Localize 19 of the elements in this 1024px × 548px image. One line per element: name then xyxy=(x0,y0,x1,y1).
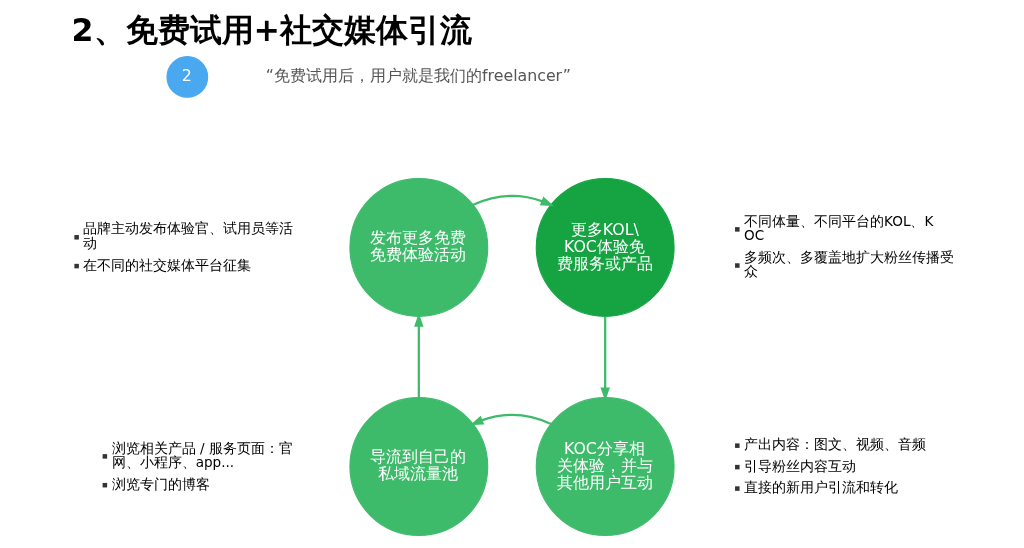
arrow xyxy=(469,413,552,426)
node-label: 直接的新用户引流和转化 xyxy=(744,479,899,496)
node-label: 多频次、多覆盖地扩大粉丝传播受众 xyxy=(744,248,955,280)
node-label: 品牌主动发布体验官、试用员等活动 xyxy=(83,220,294,252)
node-circle: 导流到自己的私域流量池 xyxy=(349,397,489,536)
node-circle: KOC分享相关体验，并与其他用户互动 xyxy=(535,397,675,536)
node-label: 浏览相关产品 / 服务页面：官网、小程序、app... xyxy=(111,439,293,471)
diagram-title: 2、免费试用+社交媒体引流 xyxy=(71,12,473,49)
node-circle: 更多KOL\KOC体验免费服务或产品 xyxy=(535,178,675,317)
node-label: 产出内容：图文、视频、音频 xyxy=(744,436,927,453)
node-label: 引导粉丝内容互动 xyxy=(744,457,857,474)
label: “免费试用后，用户就是我们的freelancer” xyxy=(265,66,571,86)
arrow xyxy=(472,194,555,207)
node-label: 在不同的社交媒体平台征集 xyxy=(83,256,252,273)
arrow xyxy=(414,313,424,398)
label: 2 xyxy=(181,66,192,86)
node-label: 浏览专门的博客 xyxy=(111,475,210,492)
node-label: 不同体量、不同平台的KOL、KOC xyxy=(744,212,934,244)
node-circle: 发布更多免费免费体验活动 xyxy=(349,178,489,317)
